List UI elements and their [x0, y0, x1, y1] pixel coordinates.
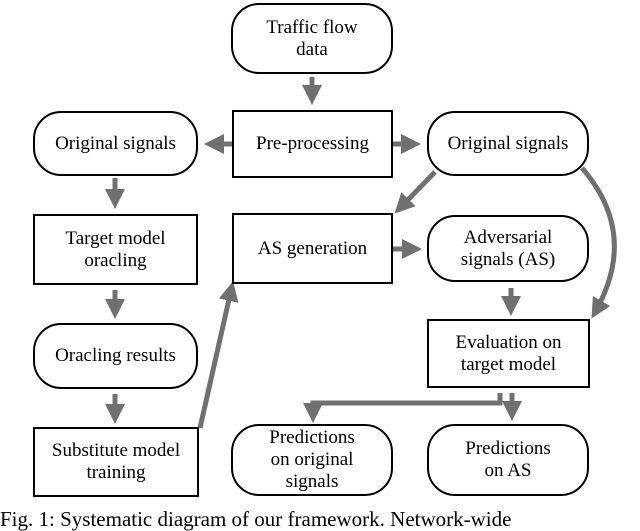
node-evaluation-target-model: Evaluation on target model — [427, 319, 590, 388]
arrow-original-right-to-evaluation — [580, 166, 617, 319]
node-original-signals-left-label: Original signals — [55, 132, 176, 154]
node-traffic-flow-data-label: Traffic flow data — [266, 16, 358, 60]
figure-caption: Fig. 1: Systematic diagram of our framew… — [0, 508, 512, 531]
node-original-signals-left: Original signals — [33, 111, 198, 176]
node-adversarial-signals: Adversarial signals (AS) — [427, 215, 589, 282]
node-substitute-model-training: Substitute model training — [33, 427, 199, 497]
node-traffic-flow-data: Traffic flow data — [231, 3, 393, 74]
node-preprocessing-label: Pre-processing — [256, 133, 369, 154]
node-target-model-oracling-label: Target model oracling — [65, 227, 166, 271]
node-substitute-model-training-label: Substitute model training — [51, 440, 181, 483]
node-target-model-oracling: Target model oracling — [33, 214, 198, 285]
arrow-substitute-to-as-generation — [197, 281, 239, 429]
node-predictions-original-signals: Predictions on original signals — [231, 424, 393, 496]
node-adversarial-signals-label: Adversarial signals (AS) — [460, 226, 556, 270]
node-oracling-results: Oracling results — [33, 323, 198, 389]
arrow-original-right-to-as-generation — [394, 170, 437, 214]
node-predictions-original-signals-label: Predictions on original signals — [269, 427, 355, 492]
node-preprocessing: Pre-processing — [232, 110, 393, 178]
node-original-signals-right-label: Original signals — [447, 132, 569, 154]
arrow-evaluation-to-predictions-original — [303, 393, 503, 423]
node-evaluation-target-model-label: Evaluation on target model — [455, 331, 562, 375]
node-predictions-as: Predictions on AS — [427, 424, 589, 496]
node-as-generation: AS generation — [232, 213, 393, 284]
node-as-generation-label: AS generation — [257, 237, 368, 259]
node-oracling-results-label: Oracling results — [55, 345, 176, 366]
node-predictions-as-label: Predictions on AS — [465, 438, 551, 481]
node-original-signals-right: Original signals — [427, 111, 589, 176]
